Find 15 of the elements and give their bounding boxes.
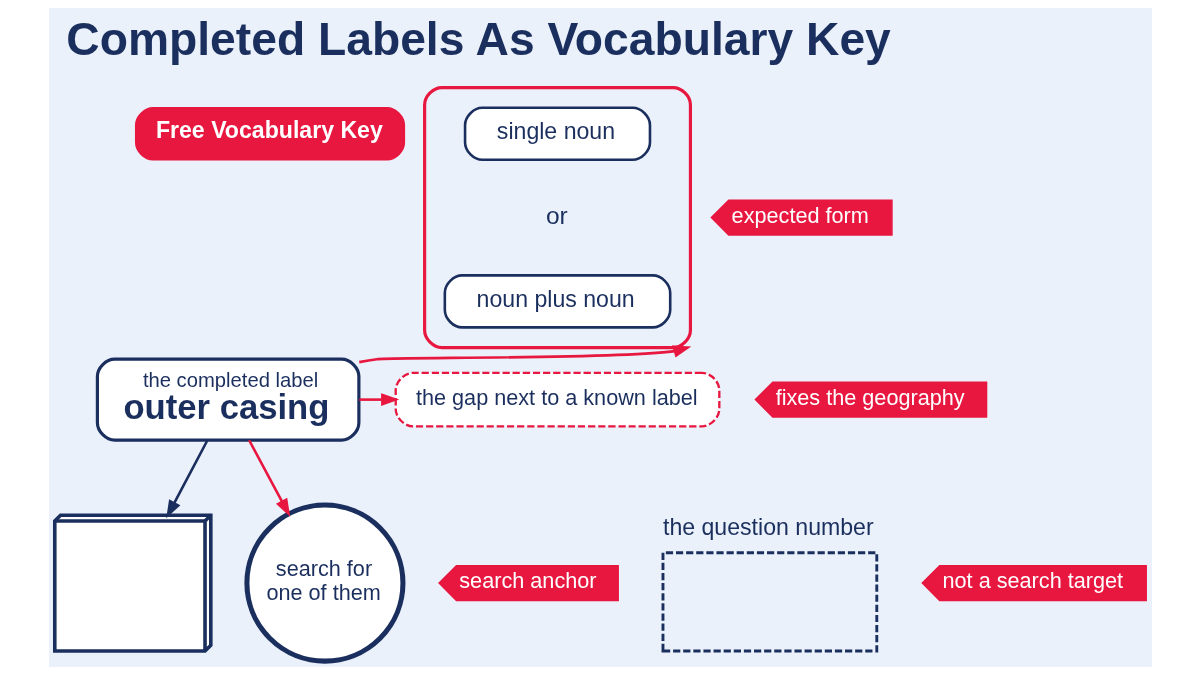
arrow [358, 345, 691, 364]
node-box: noun plus noun [443, 274, 671, 329]
label: or [545, 201, 568, 229]
node-label: the question number [662, 514, 874, 541]
node-circle: search for one of them [243, 502, 405, 664]
node-box: single noun [463, 106, 651, 162]
node-box [661, 551, 878, 653]
cluster [422, 85, 692, 350]
arrow [247, 439, 290, 517]
arrow [358, 393, 399, 406]
diagram-title: Completed Labels As Vocabulary Key [65, 13, 891, 66]
node-box: the gap next to a known label [394, 371, 720, 428]
arrow [165, 439, 209, 519]
node-box: the completed label outer casing [95, 357, 360, 442]
node-box: Free Vocabulary Key [134, 107, 405, 161]
